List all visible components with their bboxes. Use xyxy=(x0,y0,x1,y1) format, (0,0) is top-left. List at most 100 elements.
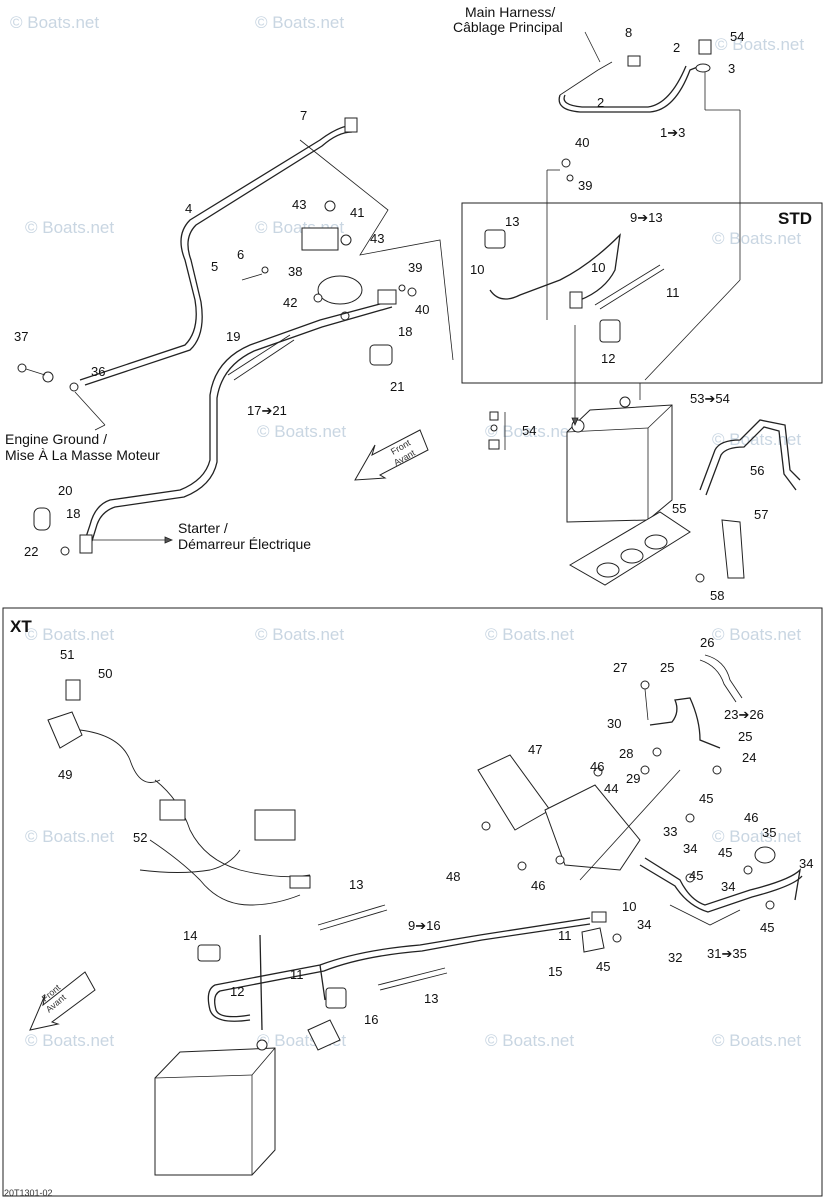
callout-45: 45 xyxy=(596,959,610,974)
boot-20 xyxy=(33,507,51,531)
sleeve-13 xyxy=(377,967,446,986)
watermark: © Boats.net xyxy=(257,422,346,441)
callout-9-16: 9➔16 xyxy=(408,918,441,933)
callout-38: 38 xyxy=(288,264,302,279)
callout-15: 15 xyxy=(548,964,562,979)
sleeve-19-b xyxy=(233,339,295,381)
callout-2: 2 xyxy=(597,95,604,110)
callout-26: 26 xyxy=(700,635,714,650)
callouts-top: Main Harness/ Câblage Principal 8 54 2 3… xyxy=(5,4,768,603)
sleeve-13-b xyxy=(319,909,388,931)
cable-17-21 xyxy=(84,299,396,541)
main-harness-label: Main Harness/ xyxy=(465,4,555,20)
callout-17-21: 17➔21 xyxy=(247,403,287,418)
main-harness-label: Câblage Principal xyxy=(453,19,563,35)
washer-3 xyxy=(695,63,711,73)
callout-18: 18 xyxy=(398,324,412,339)
callout-40: 40 xyxy=(415,302,429,317)
callout-11: 11 xyxy=(666,285,680,300)
lug-10 xyxy=(569,291,583,309)
strap-56-b xyxy=(705,426,797,496)
sleeve-26-b xyxy=(699,659,737,703)
sleeve-26 xyxy=(704,654,743,699)
battery-terminal xyxy=(619,396,631,408)
sleeve-11 xyxy=(594,264,661,306)
cover-16 xyxy=(325,987,347,1009)
watermark: © Boats.net xyxy=(485,422,574,441)
callout-20: 20 xyxy=(58,483,72,498)
nut-45 xyxy=(685,873,695,883)
callout-54: 54 xyxy=(730,29,744,44)
callout-3: 3 xyxy=(728,61,735,76)
sleeve-13 xyxy=(317,904,386,926)
callout-54: 54 xyxy=(522,423,536,438)
callout-33: 33 xyxy=(663,824,677,839)
tray-hole xyxy=(644,534,668,550)
callout-53-54: 53➔54 xyxy=(690,391,730,406)
cover-14 xyxy=(197,944,221,962)
starter-label: Démarreur Électrique xyxy=(178,536,311,552)
callout-52: 52 xyxy=(133,830,147,845)
callout-10: 10 xyxy=(622,899,636,914)
strap-56 xyxy=(699,419,801,491)
callout-46: 46 xyxy=(590,759,604,774)
nut-40 xyxy=(561,158,571,168)
harness-wire xyxy=(139,849,241,873)
cable-9-13 xyxy=(489,233,621,301)
callout-27: 27 xyxy=(613,660,627,675)
cable-1-3 xyxy=(558,65,701,113)
callout-13: 13 xyxy=(349,877,363,892)
nut-46 xyxy=(555,855,565,865)
callout-25: 25 xyxy=(738,729,752,744)
washer-39 xyxy=(398,284,406,292)
callout-46: 46 xyxy=(744,810,758,825)
callout-34: 34 xyxy=(683,841,697,856)
callout-10: 10 xyxy=(591,260,605,275)
front-arrow-icon xyxy=(29,971,96,1031)
callout-47: 47 xyxy=(528,742,542,757)
arrow-head xyxy=(164,536,174,544)
guide-line xyxy=(25,368,46,376)
nut-45 xyxy=(712,765,722,775)
sleeve-32 xyxy=(669,904,741,926)
callout-56: 56 xyxy=(750,463,764,478)
watermark: © Boats.net xyxy=(712,229,801,248)
callout-11: 11 xyxy=(290,967,304,982)
screw-27 xyxy=(640,680,650,690)
battery-edge xyxy=(251,1047,276,1076)
callout-34: 34 xyxy=(721,879,735,894)
callout-37: 37 xyxy=(14,329,28,344)
sleeve-11-b xyxy=(599,268,665,310)
cable-4 xyxy=(79,124,356,381)
nut-43 xyxy=(340,234,352,246)
boot-35 xyxy=(754,846,776,864)
cover-12 xyxy=(599,319,621,343)
bracket-41 xyxy=(301,227,339,251)
callout-25: 25 xyxy=(660,660,674,675)
callout-49: 49 xyxy=(58,767,72,782)
callout-8: 8 xyxy=(625,25,632,40)
connector xyxy=(159,799,186,821)
plate-47 xyxy=(477,754,551,831)
front-arrow-xt: Front Avant xyxy=(29,971,96,1031)
front-arrow-icon xyxy=(354,429,429,481)
footer-code: 20T1301-02 xyxy=(4,1188,53,1198)
tray-55 xyxy=(569,511,691,586)
screw-58 xyxy=(695,573,705,583)
callout-50: 50 xyxy=(98,666,112,681)
watermark: © Boats.net xyxy=(485,1031,574,1050)
solenoid xyxy=(307,1019,341,1051)
callout-43: 43 xyxy=(370,231,384,246)
callout-5: 5 xyxy=(211,259,218,274)
cable-4-inner xyxy=(84,131,353,386)
cable-31-35 xyxy=(644,857,801,906)
nut-45 xyxy=(765,900,775,910)
fuse-box xyxy=(254,809,296,841)
callout-39: 39 xyxy=(578,178,592,193)
callout-24: 24 xyxy=(742,750,756,765)
nut-46 xyxy=(593,767,603,777)
std-section-label: STD xyxy=(778,209,812,228)
washer-6 xyxy=(261,266,269,274)
cable-9-16-branch2 xyxy=(319,964,326,1001)
callout-36: 36 xyxy=(91,364,105,379)
